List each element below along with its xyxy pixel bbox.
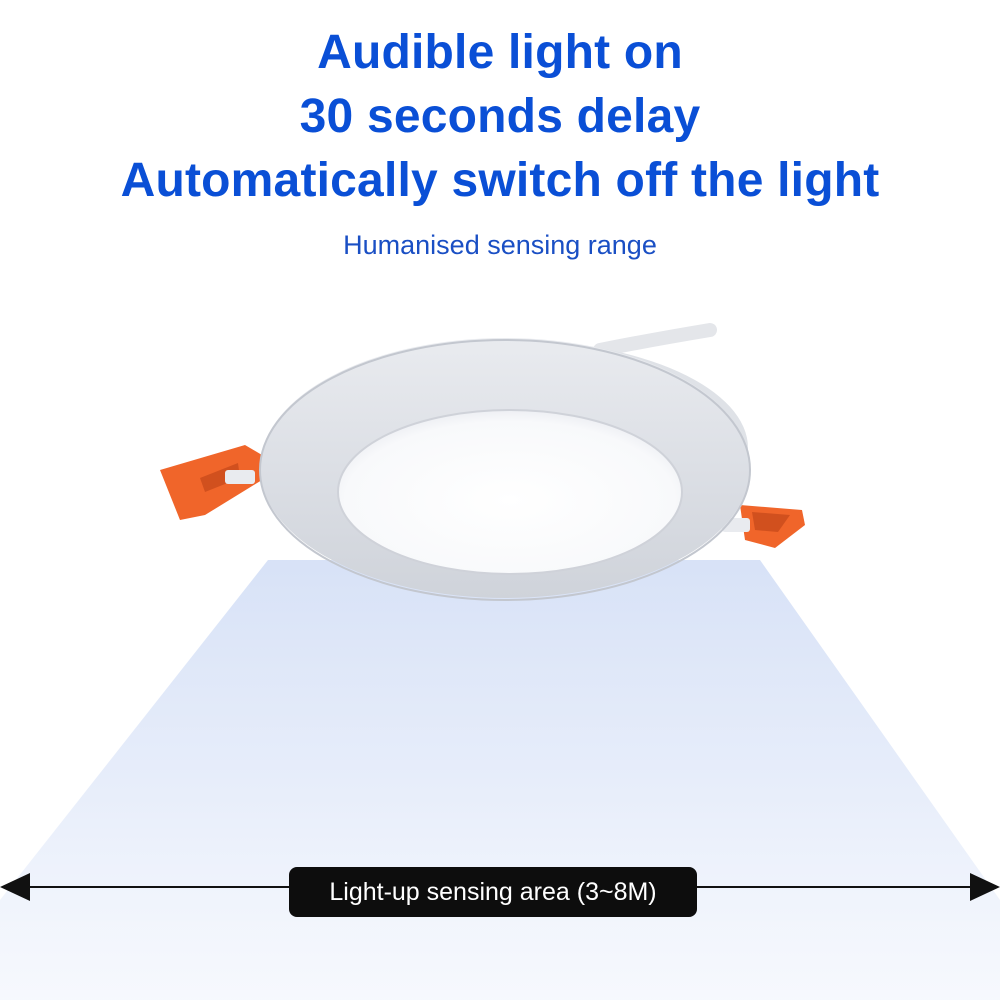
arrow-right-icon <box>970 873 1000 901</box>
arrow-left-icon <box>0 873 30 901</box>
headline-line-3: Automatically switch off the light <box>120 154 880 207</box>
left-spring-clip <box>160 445 262 520</box>
light-beam <box>0 560 1000 1000</box>
light-panel <box>338 410 682 574</box>
sensing-area-label: Light-up sensing area (3~8M) <box>289 867 697 917</box>
power-cable <box>593 323 717 357</box>
subtitle: Humanised sensing range <box>343 230 657 260</box>
headline-line-1: Audible light on <box>317 26 683 79</box>
headline-line-2: 30 seconds delay <box>299 90 701 143</box>
right-spring-clip <box>722 505 805 548</box>
